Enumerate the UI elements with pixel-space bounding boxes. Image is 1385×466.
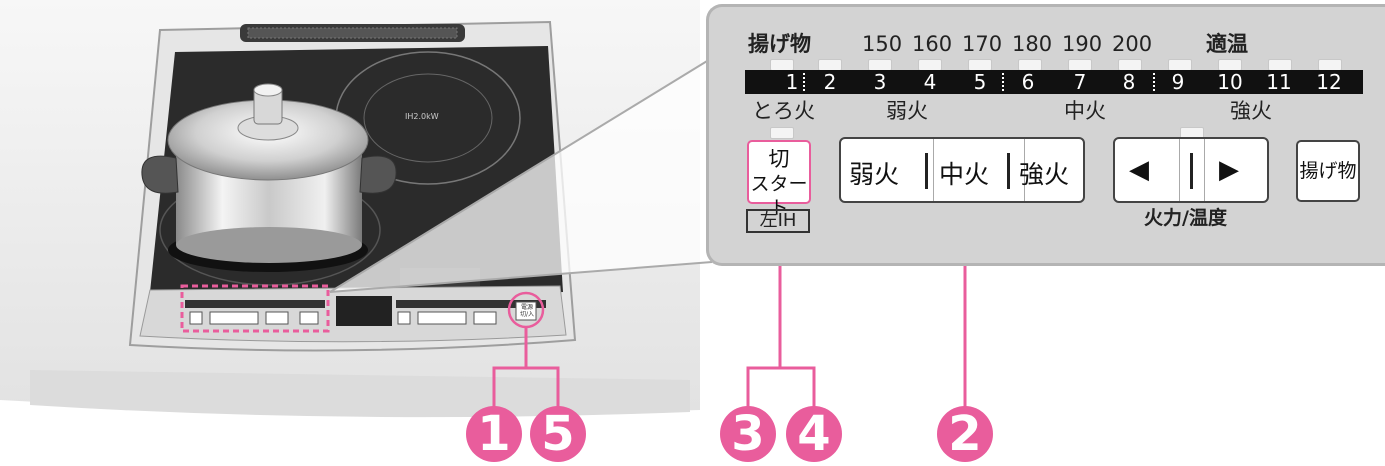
medium-button-frame (933, 139, 1025, 201)
increase-arrow-button[interactable]: ▶ (1219, 155, 1239, 185)
level-3: 3 (873, 70, 887, 94)
callout-3: 3 (720, 406, 776, 462)
scale-divider (1153, 73, 1155, 91)
start-stop-button[interactable]: 切 スタート (747, 140, 811, 219)
level-4: 4 (923, 70, 937, 94)
right-burner-inner (363, 73, 493, 163)
fry-mode-button[interactable]: 揚げ物 (1296, 140, 1360, 202)
temp-200: 200 (1112, 32, 1153, 56)
pot-handle-right (359, 155, 397, 194)
level-2: 2 (823, 70, 837, 94)
high-heat-label: 強火 (1230, 99, 1272, 123)
optimal-temp-label: 適温 (1206, 32, 1248, 56)
level-12: 12 (1316, 70, 1342, 94)
temp-150: 150 (862, 32, 903, 56)
power-button[interactable]: 電源 切/入 (519, 304, 535, 318)
heat-buttons-group: 弱火 中火 強火 (839, 137, 1085, 203)
start-button-line1: 切 (768, 147, 790, 171)
level-1: 1 (785, 70, 799, 94)
high-heat-button[interactable]: 強火 (1019, 160, 1070, 189)
temp-170: 170 (962, 32, 1003, 56)
low-heat-label: 弱火 (886, 99, 928, 123)
level-9: 9 (1171, 70, 1185, 94)
arrow-frame (1179, 139, 1205, 201)
level-10: 10 (1217, 70, 1243, 94)
callout-4: 4 (786, 406, 842, 462)
button-divider (1007, 153, 1010, 189)
fry-button-label: 揚げ物 (1299, 160, 1357, 182)
arrow-buttons-group: ◀ ▶ (1113, 137, 1269, 203)
decrease-arrow-button[interactable]: ◀ (1129, 155, 1149, 185)
highlight-box (180, 284, 330, 333)
callout-5: 5 (530, 406, 586, 462)
callout-2: 2 (937, 406, 993, 462)
simmer-label: とろ火 (752, 99, 815, 123)
start-button-line2: スタート (750, 173, 808, 219)
level-8: 8 (1122, 70, 1136, 94)
scale-divider (1002, 73, 1004, 91)
medium-heat-label: 中火 (1064, 99, 1106, 123)
heat-level-scale: 1 2 3 4 5 6 7 8 9 10 11 12 (745, 70, 1363, 94)
burner-label: IH2.0kW (405, 112, 439, 121)
temp-190: 190 (1062, 32, 1103, 56)
level-6: 6 (1021, 70, 1035, 94)
level-5: 5 (973, 70, 987, 94)
temp-180: 180 (1012, 32, 1053, 56)
low-heat-button[interactable]: 弱火 (849, 160, 900, 189)
level-7: 7 (1073, 70, 1087, 94)
power-temp-label: 火力/温度 (1144, 207, 1227, 229)
temp-160: 160 (912, 32, 953, 56)
pot-handle-left (141, 155, 179, 194)
start-led (770, 127, 794, 139)
callout-1: 1 (466, 406, 522, 462)
control-panel-zoom (706, 4, 1385, 266)
button-divider (925, 153, 928, 189)
button-divider (1190, 153, 1193, 189)
scale-divider (803, 73, 805, 91)
level-11: 11 (1266, 70, 1292, 94)
fry-label: 揚げ物 (748, 32, 811, 56)
countertop-front (30, 370, 690, 418)
power-ring (507, 291, 545, 329)
left-ih-label: 左IH (746, 209, 810, 233)
medium-heat-button[interactable]: 中火 (939, 160, 990, 189)
